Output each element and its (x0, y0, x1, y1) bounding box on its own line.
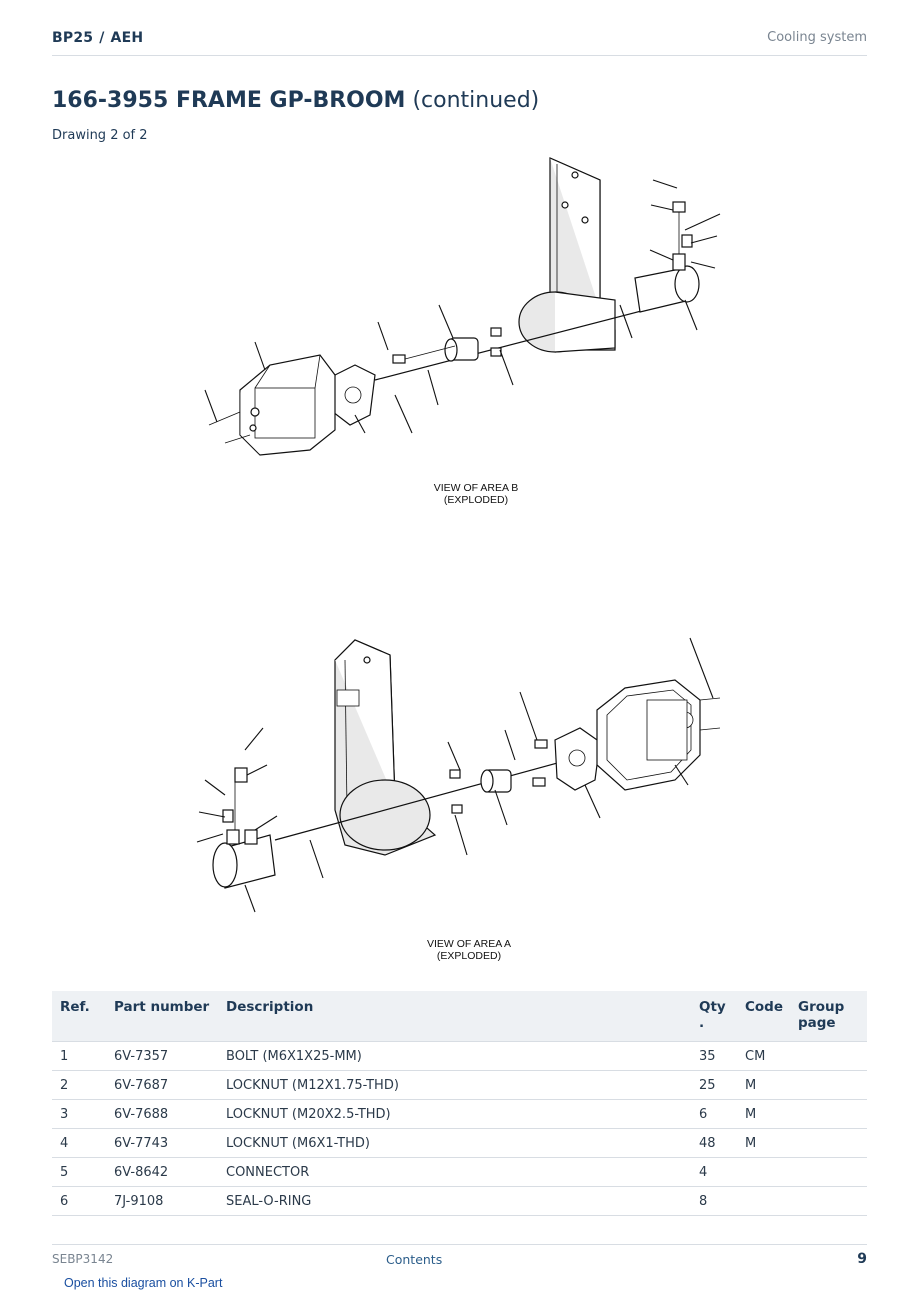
cell-ref: 6 (52, 1186, 106, 1216)
parts-table-header-row: Ref. Part number Description Qty . Code … (52, 991, 867, 1042)
table-row: 4 6V-7743 LOCKNUT (M6X1-THD) 48 M (52, 1128, 867, 1158)
frame-arm-b (518, 157, 616, 353)
header-model-series: BP25 / AEH (52, 30, 143, 46)
col-header-ref: Ref. (52, 991, 106, 1042)
open-kpart-link[interactable]: Open this diagram on K-Part (64, 1276, 223, 1290)
exploded-view-area-a (196, 637, 721, 913)
cell-code: CM (737, 1041, 790, 1071)
cell-code: M (737, 1099, 790, 1129)
table-row: 3 6V-7688 LOCKNUT (M20X2.5-THD) 6 M (52, 1099, 867, 1129)
cell-qty: 6 (691, 1099, 737, 1129)
header-separator: / (99, 30, 105, 46)
cell-ref: 4 (52, 1128, 106, 1158)
cell-part-number: 7J-9108 (106, 1186, 218, 1216)
footer-doc-id: SEBP3142 (52, 1252, 114, 1266)
page-title: 166-3955 FRAME GP-BROOM (continued) (52, 88, 539, 113)
header-section: Cooling system (767, 30, 867, 45)
table-row: 1 6V-7357 BOLT (M6X1X25-MM) 35 CM (52, 1041, 867, 1071)
page-number: 9 (857, 1251, 867, 1267)
page-header: BP25 / AEH Cooling system (52, 22, 867, 56)
col-header-qty: Qty . (691, 991, 737, 1042)
caption-area-a-line2: (EXPLODED) (436, 950, 502, 962)
shaft-line-a (274, 749, 606, 841)
col-header-group-page: Group page (790, 991, 867, 1042)
cell-description: BOLT (M6X1X25-MM) (218, 1041, 691, 1071)
cell-ref: 1 (52, 1041, 106, 1071)
cell-code (737, 1157, 790, 1187)
caption-area-b-line2: (EXPLODED) (443, 494, 509, 506)
parts-table: Ref. Part number Description Qty . Code … (52, 991, 867, 1216)
exploded-view-area-b (204, 157, 721, 456)
leader-lines-b (204, 179, 721, 434)
broom-cage-a (596, 679, 721, 791)
cell-qty: 4 (691, 1157, 737, 1187)
footer-divider (52, 1244, 867, 1245)
shaft-line (374, 309, 646, 381)
table-row: 5 6V-8642 CONNECTOR 4 (52, 1157, 867, 1187)
cell-group-page (790, 1041, 867, 1071)
cell-description: LOCKNUT (M6X1-THD) (218, 1128, 691, 1158)
caption-area-b-line1: VIEW OF AREA B (433, 482, 519, 494)
col-header-description: Description (218, 991, 691, 1042)
header-model: BP25 (52, 30, 94, 46)
cell-qty: 25 (691, 1070, 737, 1100)
bearing-housing-left (212, 767, 276, 889)
cell-ref: 5 (52, 1157, 106, 1187)
bearing-hub-a (449, 739, 548, 814)
caption-area-a-line1: VIEW OF AREA A (426, 938, 512, 950)
page-title-main: 166-3955 FRAME GP-BROOM (52, 88, 406, 113)
frame-arm-a (334, 639, 437, 856)
broom-cage (208, 354, 336, 456)
cell-part-number: 6V-8642 (106, 1157, 218, 1187)
cell-description: CONNECTOR (218, 1157, 691, 1187)
flange-plate-a (554, 727, 601, 791)
cell-qty: 8 (691, 1186, 737, 1216)
table-row: 2 6V-7687 LOCKNUT (M12X1.75-THD) 25 M (52, 1070, 867, 1100)
cell-description: SEAL-O-RING (218, 1186, 691, 1216)
cell-description: LOCKNUT (M20X2.5-THD) (218, 1099, 691, 1129)
contents-link[interactable]: Contents (386, 1252, 443, 1267)
drawing-counter: Drawing 2 of 2 (52, 128, 148, 143)
cell-ref: 3 (52, 1099, 106, 1129)
cell-part-number: 6V-7357 (106, 1041, 218, 1071)
col-header-code: Code (737, 991, 790, 1042)
cell-description: LOCKNUT (M12X1.75-THD) (218, 1070, 691, 1100)
cell-group-page (790, 1099, 867, 1129)
cell-code (737, 1186, 790, 1216)
cell-part-number: 6V-7688 (106, 1099, 218, 1129)
cell-part-number: 6V-7743 (106, 1128, 218, 1158)
cell-group-page (790, 1128, 867, 1158)
cell-group-page (790, 1157, 867, 1187)
bearing-housing-right (634, 201, 700, 313)
cell-code: M (737, 1128, 790, 1158)
caption-area-a: VIEW OF AREA A (EXPLODED) (409, 938, 529, 962)
cell-code: M (737, 1070, 790, 1100)
cell-ref: 2 (52, 1070, 106, 1100)
leader-lines-a (196, 637, 714, 913)
caption-area-b: VIEW OF AREA B (EXPLODED) (416, 482, 536, 506)
header-series: AEH (110, 30, 144, 46)
bearing-hub (392, 327, 502, 364)
cell-group-page (790, 1186, 867, 1216)
table-row: 6 7J-9108 SEAL-O-RING 8 (52, 1186, 867, 1216)
cell-part-number: 6V-7687 (106, 1070, 218, 1100)
cell-group-page (790, 1070, 867, 1100)
page-title-suffix: (continued) (412, 88, 540, 113)
cell-qty: 48 (691, 1128, 737, 1158)
flange-plate (332, 364, 376, 426)
col-header-part-number: Part number (106, 991, 218, 1042)
cell-qty: 35 (691, 1041, 737, 1071)
